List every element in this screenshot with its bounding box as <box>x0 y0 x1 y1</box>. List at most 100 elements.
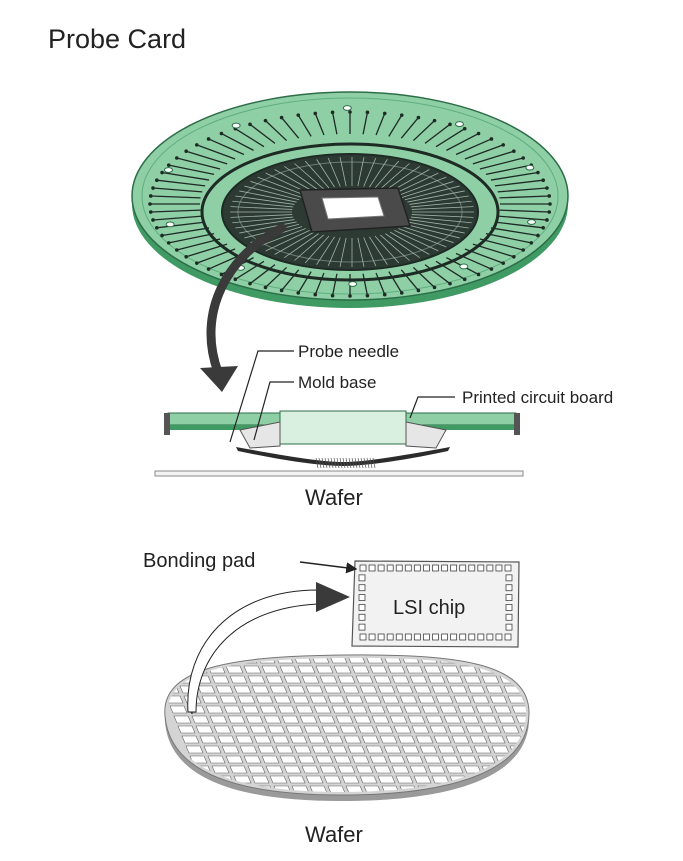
inner-trace <box>385 233 421 259</box>
trace-pad <box>174 156 179 160</box>
wafer-die <box>367 705 386 714</box>
wafer-die <box>542 736 559 743</box>
bonding-pad <box>505 613 513 621</box>
radial-trace <box>152 187 203 193</box>
wafer-die <box>397 735 416 744</box>
inner-trace <box>339 157 347 187</box>
wafer-die <box>517 765 526 774</box>
wafer-die <box>169 705 188 714</box>
bonding-pad <box>377 564 385 572</box>
wafer-die <box>405 665 424 674</box>
wafer-die <box>485 775 504 784</box>
wafer-die <box>167 675 176 684</box>
needle-tip <box>339 457 343 469</box>
trace-pad <box>279 288 284 293</box>
radial-trace <box>494 179 544 187</box>
board-holes <box>163 105 537 287</box>
wafer-die <box>457 705 476 714</box>
wafer-die <box>441 755 460 764</box>
wafer-die <box>409 765 428 774</box>
radial-trace <box>196 144 236 160</box>
wafer-die <box>427 765 446 774</box>
wafer-die <box>171 665 190 674</box>
wafer-die <box>227 715 246 724</box>
needle-tip <box>324 457 328 469</box>
bonding-pad <box>358 584 366 592</box>
wafer-die <box>427 675 446 684</box>
wafer-die <box>285 725 304 734</box>
wafer-die <box>279 755 298 764</box>
wafer-die <box>307 735 326 744</box>
needle-tip <box>354 457 358 469</box>
wafer-die <box>301 765 320 774</box>
inner-trace <box>274 169 315 193</box>
wafer-die <box>530 706 547 713</box>
radial-trace <box>297 271 312 294</box>
inner-trace <box>411 214 474 218</box>
wafer-die <box>423 665 442 674</box>
inner-trace <box>232 216 294 224</box>
wafer-die <box>540 776 557 783</box>
trace-pad <box>501 261 506 265</box>
wafer-die <box>461 715 480 724</box>
bonding-pad-label: Bonding pad <box>143 550 255 572</box>
trace-pad <box>151 218 155 222</box>
wafer-die <box>303 725 322 734</box>
probe-card-top-view <box>131 91 569 308</box>
radial-trace <box>314 272 325 295</box>
wafer-die <box>459 665 478 674</box>
radial-trace <box>221 132 254 151</box>
board-hole <box>525 164 535 171</box>
wafer-die <box>245 715 264 724</box>
wafer-die <box>379 735 398 744</box>
bonding-pad <box>358 604 366 611</box>
wafer-die <box>177 725 196 734</box>
radial-trace <box>485 232 532 244</box>
radial-trace <box>446 132 479 151</box>
wafer-die <box>401 745 420 754</box>
wafer-die <box>385 705 404 714</box>
wafer-die <box>335 715 354 724</box>
wafer-die <box>465 725 484 734</box>
wafer-die <box>564 746 581 753</box>
inner-trace <box>239 221 297 234</box>
inner-trace <box>398 176 447 196</box>
bonding-pad <box>404 564 412 572</box>
radial-trace <box>152 215 203 221</box>
wafer-die <box>223 705 242 714</box>
wafer-die <box>201 785 220 793</box>
trace-pad <box>399 291 404 295</box>
wafer-die <box>297 755 316 764</box>
trace-pad <box>476 272 481 277</box>
trace-pad <box>174 248 179 252</box>
radial-trace <box>331 273 338 296</box>
wafer-die <box>540 686 557 693</box>
bonding-pad <box>505 574 513 582</box>
wafer-die <box>447 725 466 734</box>
wafer-die <box>327 785 346 793</box>
inner-trace <box>385 165 421 191</box>
wafer-die <box>523 735 526 744</box>
wafer-die <box>207 755 226 764</box>
trace-pad <box>194 143 199 147</box>
trace-pad <box>501 143 506 147</box>
wafer-die <box>572 766 589 773</box>
wafer-die <box>219 695 238 704</box>
wafer-die <box>544 696 561 703</box>
wafer-die <box>475 705 494 714</box>
wafer-die <box>331 705 350 714</box>
wafer-die <box>445 675 464 684</box>
wafer-die <box>261 665 280 674</box>
inner-trace <box>363 157 377 187</box>
wafer-die <box>311 657 330 664</box>
wafer-die <box>481 675 500 684</box>
inner-trace <box>327 157 341 187</box>
wafer-die <box>562 786 579 793</box>
wafer-die <box>211 675 230 684</box>
bonding-pad <box>404 633 412 641</box>
trace-pad <box>233 277 238 282</box>
wafer-die <box>333 665 352 674</box>
trace-pad <box>432 118 437 123</box>
wafer-die <box>513 755 526 764</box>
inner-trace <box>274 231 315 255</box>
